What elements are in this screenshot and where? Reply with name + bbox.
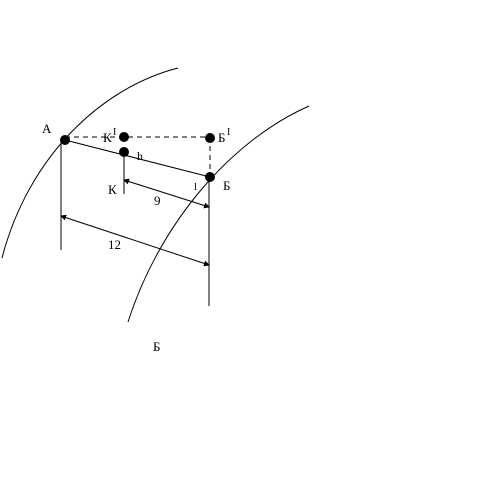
contour-line-outer: [1, 67, 179, 259]
label-prime-mark-b: I: [227, 127, 230, 138]
dimension-arrow-short: [123, 178, 210, 209]
label-point-k-prime: К: [103, 130, 112, 145]
slope-line-a-b: [64, 139, 211, 178]
point-b-prime: [205, 133, 215, 143]
label-dimension-long: 12: [108, 237, 121, 252]
label-segment-l: l: [194, 181, 197, 193]
label-point-b: Б: [223, 178, 230, 193]
point-k-prime: [119, 132, 129, 142]
label-prime-mark-k: I: [113, 127, 116, 138]
label-point-b-prime: Б: [218, 130, 225, 145]
label-region-b: Б: [153, 339, 160, 354]
label-segment-h: h: [137, 149, 143, 163]
point-b: [205, 172, 215, 182]
label-point-a: А: [42, 121, 52, 136]
point-a: [60, 135, 70, 145]
label-point-k: К: [108, 182, 117, 197]
point-k: [119, 147, 129, 157]
label-dimension-short: 9: [154, 193, 161, 208]
dimension-arrow-long: [60, 214, 210, 267]
